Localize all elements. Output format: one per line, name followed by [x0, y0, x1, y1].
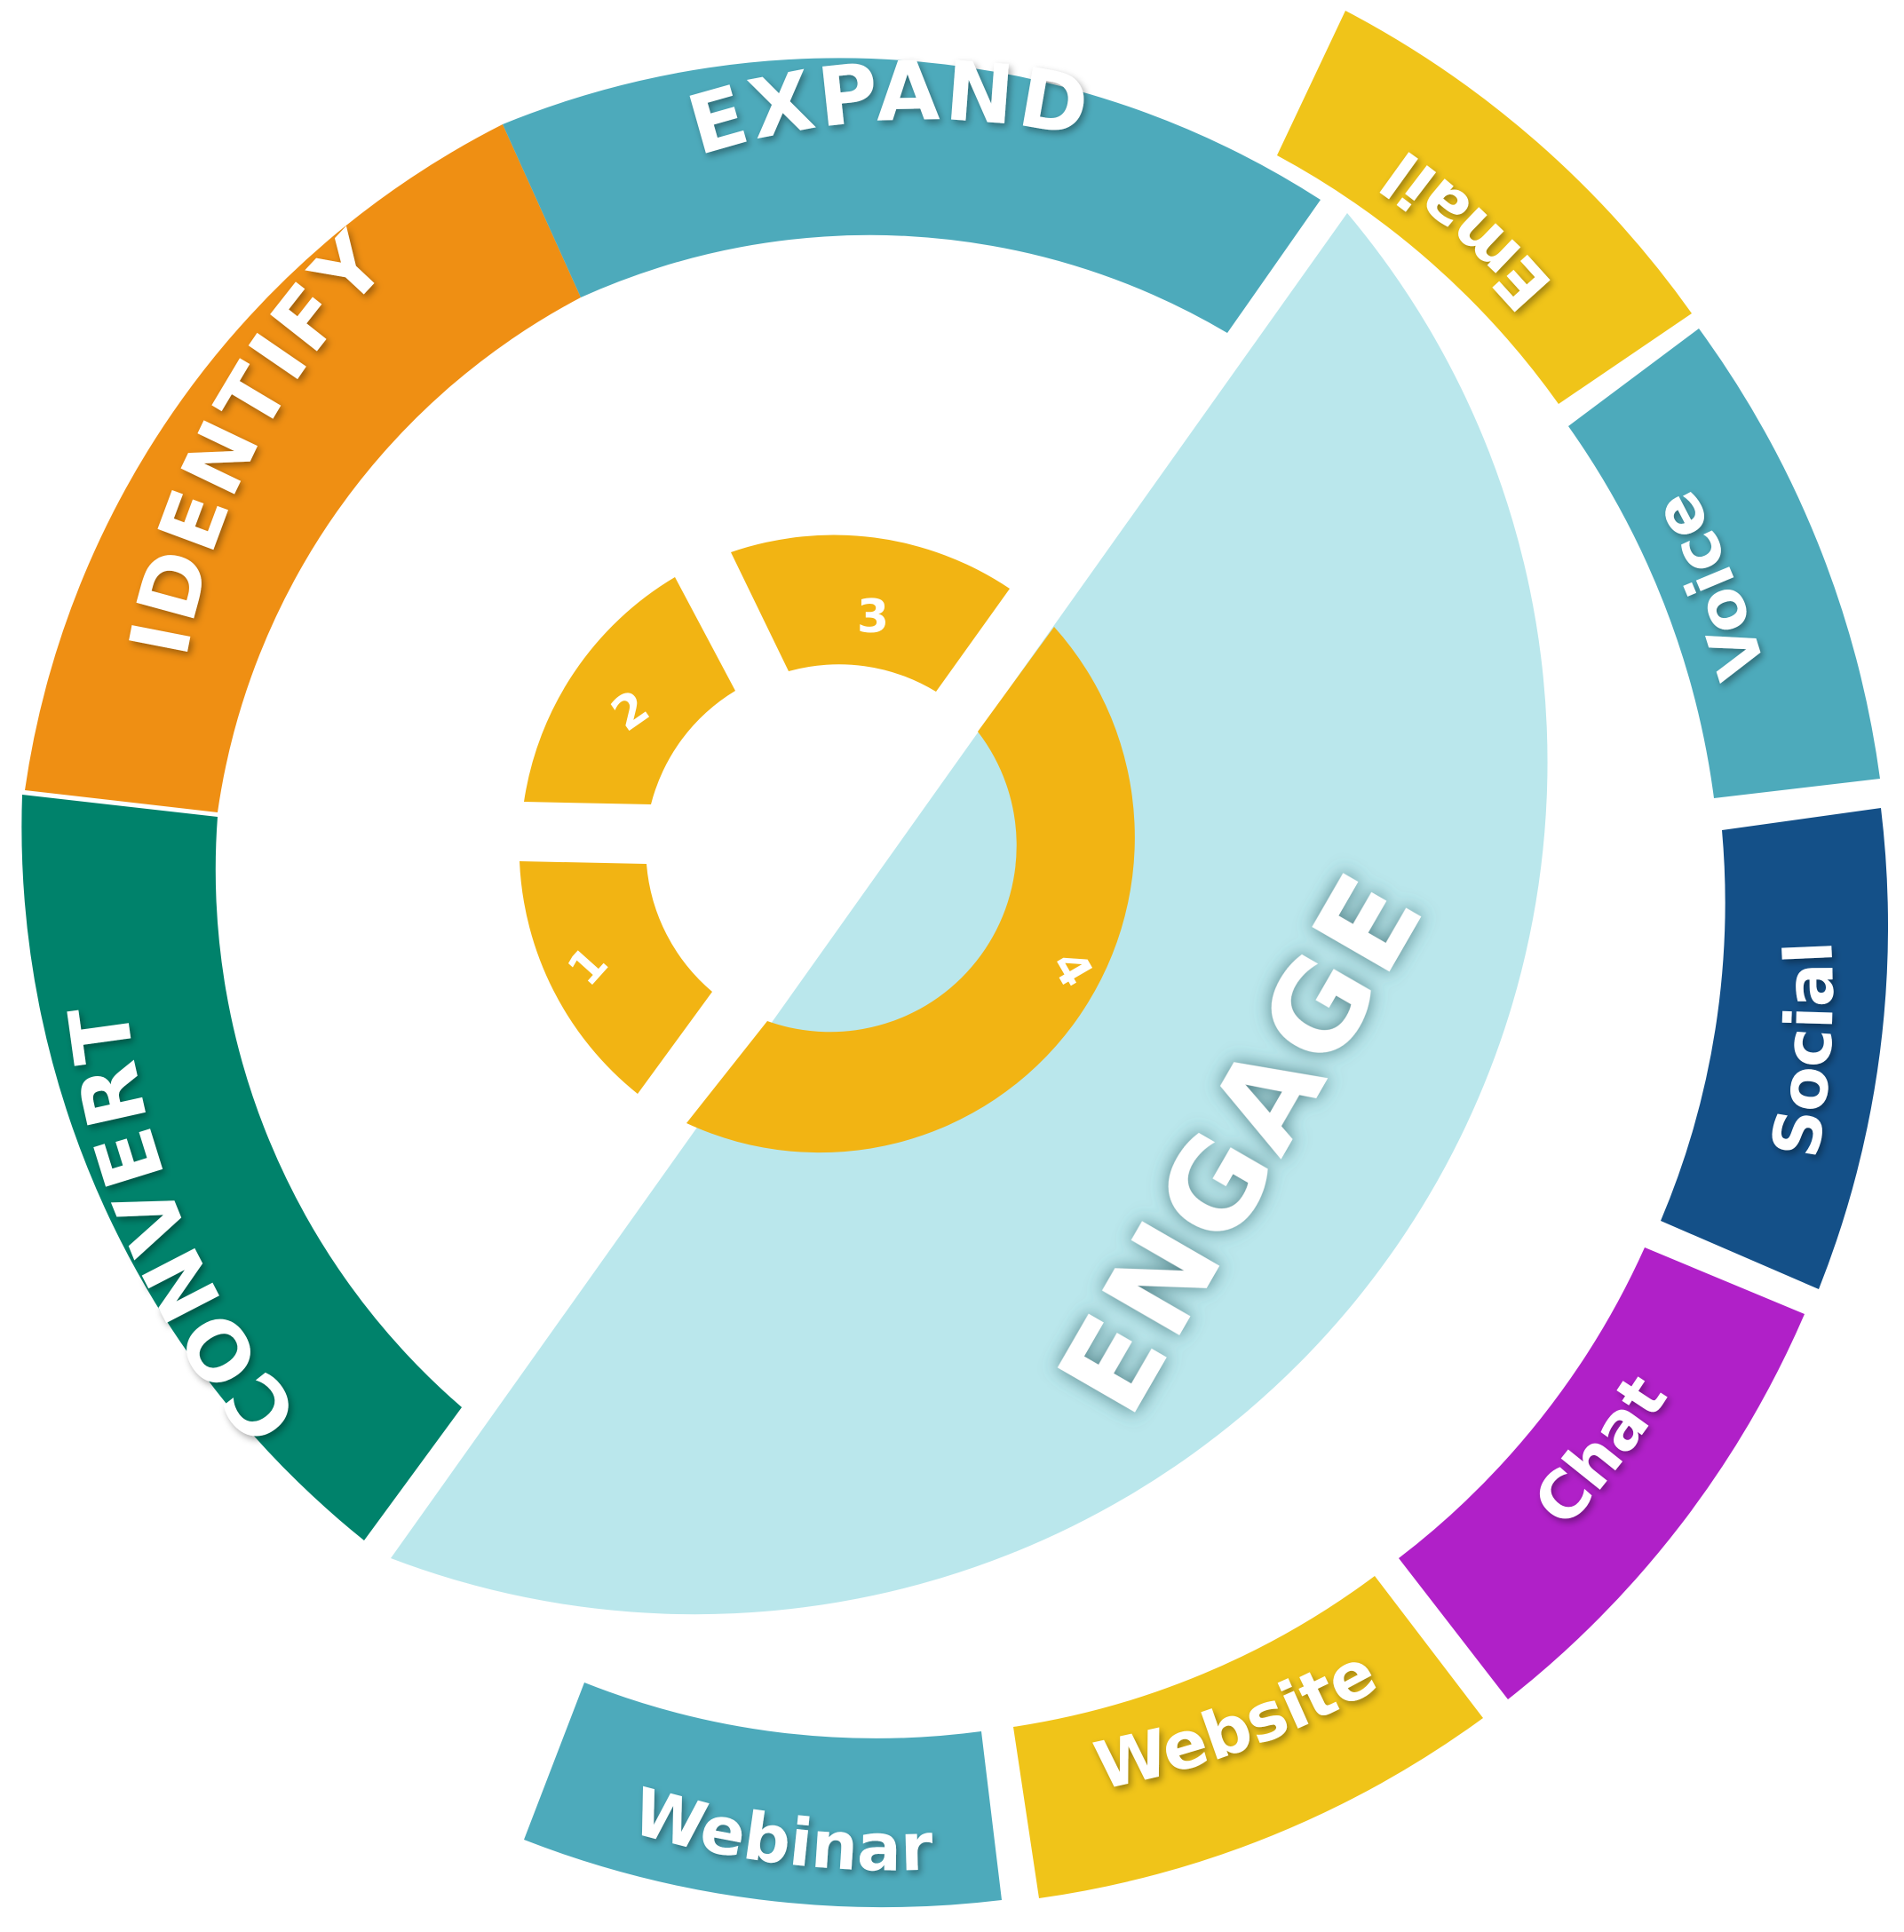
step2-segment[interactable]: [524, 577, 735, 804]
step1-segment[interactable]: [520, 861, 712, 1094]
webinar-segment[interactable]: [524, 1683, 1002, 1908]
expand-segment[interactable]: [503, 58, 1321, 334]
voice-segment[interactable]: [1568, 329, 1880, 798]
convert-segment[interactable]: [21, 795, 462, 1540]
step3-label: 3: [857, 590, 889, 644]
step3-segment[interactable]: [731, 534, 1010, 692]
step4-segment[interactable]: [686, 627, 1135, 1153]
email-segment[interactable]: [1277, 11, 1692, 404]
chat-segment[interactable]: [1399, 1247, 1805, 1699]
engage-region[interactable]: [391, 213, 1548, 1615]
website-segment[interactable]: [1013, 1576, 1483, 1898]
identify-segment[interactable]: [25, 124, 581, 812]
social-segment[interactable]: [1661, 808, 1889, 1289]
social-label: Social: [1757, 939, 1849, 1162]
